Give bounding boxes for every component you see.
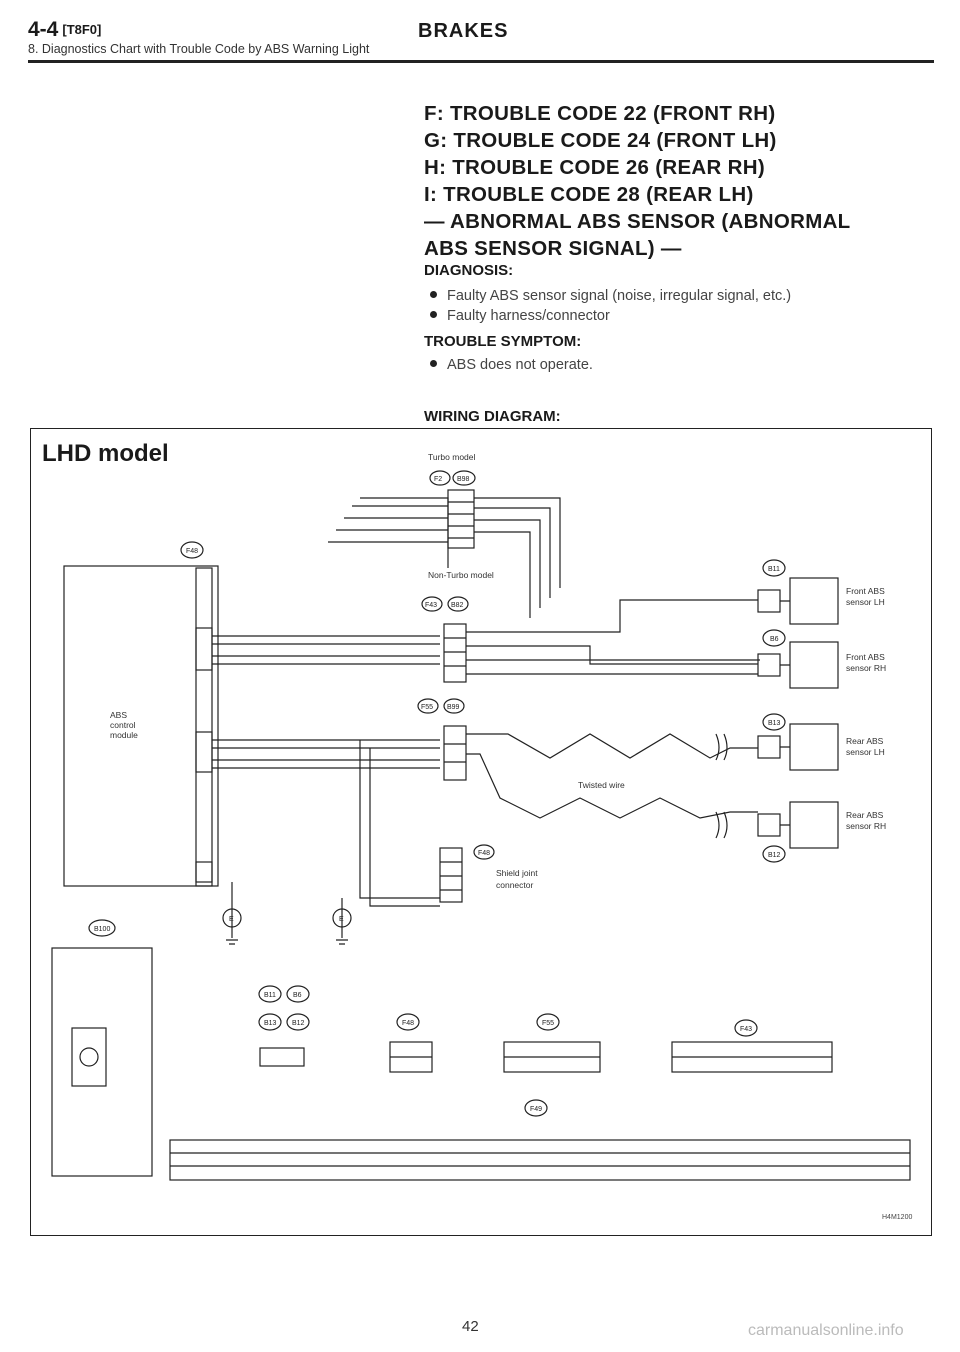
ground-label: E bbox=[339, 916, 344, 923]
section-number-text: 4-4 bbox=[28, 18, 59, 41]
sensor-label: Front ABS bbox=[846, 586, 885, 596]
turbo-connector bbox=[447, 489, 475, 549]
wiring-diagram-label: WIRING DIAGRAM: bbox=[424, 408, 561, 425]
ref-label: B13 bbox=[264, 1020, 277, 1027]
diagnosis-item: Faulty ABS sensor signal (noise, irregul… bbox=[430, 288, 791, 304]
ref-label: B12 bbox=[292, 1020, 305, 1027]
mid-connector bbox=[443, 725, 467, 781]
page-number: 42 bbox=[462, 1318, 479, 1335]
chapter-subtitle: 8. Diagnostics Chart with Trouble Code b… bbox=[28, 42, 370, 56]
shield-joint-connector bbox=[439, 847, 463, 903]
abs-module-label-2: control bbox=[110, 720, 136, 730]
sensor-label: sensor RH bbox=[846, 663, 886, 673]
ref-label: F43 bbox=[740, 1026, 752, 1033]
sensor-label: Rear ABS bbox=[846, 736, 884, 746]
ref-label: B100 bbox=[94, 926, 110, 933]
sensor-label: sensor RH bbox=[846, 821, 886, 831]
symptom-label: TROUBLE SYMPTOM: bbox=[424, 333, 582, 350]
ref-label: B11 bbox=[264, 992, 276, 999]
ref-label: F48 bbox=[402, 1020, 414, 1027]
abs-module-label-3: module bbox=[110, 730, 138, 740]
diagnosis-item-text: Faulty ABS sensor signal (noise, irregul… bbox=[447, 288, 792, 304]
ref-label: B82 bbox=[451, 602, 464, 609]
diagnosis-item: Faulty harness/connector bbox=[430, 308, 610, 324]
turbo-model-label: Turbo model bbox=[428, 452, 476, 462]
shield-joint-label-2: connector bbox=[496, 880, 533, 890]
diagnosis-item-text: Faulty harness/connector bbox=[447, 308, 610, 324]
ref-label: F55 bbox=[421, 704, 433, 711]
non-turbo-model-label: Non-Turbo model bbox=[428, 570, 494, 580]
header-rule bbox=[28, 60, 934, 63]
ground-label: E bbox=[229, 916, 234, 923]
ref-label: B99 bbox=[447, 704, 460, 711]
abs-module-box bbox=[63, 565, 219, 887]
watermark: carmanualsonline.info bbox=[748, 1322, 904, 1339]
section-tag: [T8F0] bbox=[62, 22, 102, 37]
ref-label: F2 bbox=[434, 476, 442, 483]
heading-line: ABS SENSOR SIGNAL) — bbox=[424, 237, 682, 260]
long-connector bbox=[169, 1139, 911, 1181]
heading-line: F: TROUBLE CODE 22 (FRONT RH) bbox=[424, 102, 776, 125]
ref-label: B98 bbox=[457, 476, 470, 483]
bullet-icon bbox=[430, 291, 437, 298]
symptom-item-text: ABS does not operate. bbox=[447, 357, 593, 373]
twisted-wire-label: Twisted wire bbox=[578, 780, 625, 790]
abs-module-connector bbox=[195, 567, 213, 887]
symptom-item: ABS does not operate. bbox=[430, 357, 593, 373]
heading-line: — ABNORMAL ABS SENSOR (ABNORMAL bbox=[424, 210, 851, 233]
ref-label: B13 bbox=[768, 720, 781, 727]
bullet-icon bbox=[430, 360, 437, 367]
front-lh-sensor-box bbox=[789, 577, 839, 625]
ref-label: F55 bbox=[542, 1020, 554, 1027]
shield-joint-label-1: Shield joint bbox=[496, 868, 538, 878]
rear-rh-sensor-box bbox=[789, 801, 839, 849]
ref-label: B6 bbox=[770, 636, 779, 643]
model-label: LHD model bbox=[42, 440, 169, 467]
section-number: 4-4[T8F0] bbox=[28, 18, 101, 42]
ref-label: B6 bbox=[293, 992, 302, 999]
ref-label: F49 bbox=[530, 1106, 542, 1113]
wiring-diagram-frame bbox=[30, 428, 932, 1236]
chapter-title: BRAKES bbox=[418, 20, 509, 42]
sensor-label: Front ABS bbox=[846, 652, 885, 662]
front-rh-sensor-box bbox=[789, 641, 839, 689]
ref-label: B11 bbox=[768, 566, 780, 573]
non-turbo-connector bbox=[443, 623, 467, 683]
sensor-label: Rear ABS bbox=[846, 810, 884, 820]
ref-label: F43 bbox=[425, 602, 437, 609]
heading-line: G: TROUBLE CODE 24 (FRONT LH) bbox=[424, 129, 777, 152]
heading-line: H: TROUBLE CODE 26 (REAR RH) bbox=[424, 156, 765, 179]
abs-module-label-1: ABS bbox=[110, 710, 127, 720]
diagnosis-label: DIAGNOSIS: bbox=[424, 262, 514, 279]
trouble-code-headings: F: TROUBLE CODE 22 (FRONT RH) G: TROUBLE… bbox=[424, 100, 934, 262]
ref-label: F48 bbox=[186, 548, 198, 555]
heading-line: I: TROUBLE CODE 28 (REAR LH) bbox=[424, 183, 754, 206]
figure-code: H4M1200 bbox=[882, 1214, 913, 1221]
sensor-label: sensor LH bbox=[846, 597, 885, 607]
pinout-block bbox=[51, 947, 153, 1177]
wiring-diagram: Turbo model Non-Turbo model ABS control … bbox=[51, 452, 911, 1181]
bullet-icon bbox=[430, 311, 437, 318]
rear-lh-sensor-box bbox=[789, 723, 839, 771]
ref-label: B12 bbox=[768, 852, 781, 859]
sensor-label: sensor LH bbox=[846, 747, 885, 757]
ref-label: F48 bbox=[478, 850, 490, 857]
